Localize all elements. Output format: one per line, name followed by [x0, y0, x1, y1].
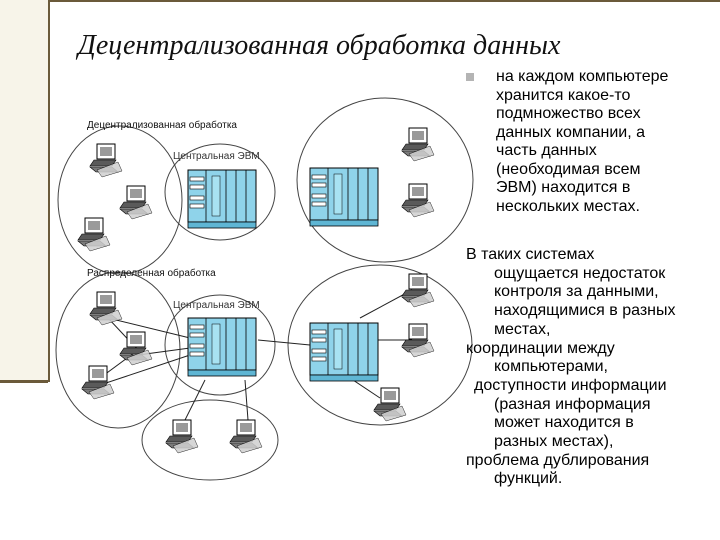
upper-left-boundary — [57, 125, 183, 275]
bullet-square-icon — [466, 73, 474, 81]
computer-icon — [401, 127, 435, 162]
problems-paragraph: В таких системах ощущается недостаток ко… — [466, 246, 716, 489]
lower-diagram-label: Распределенная обработка — [87, 268, 216, 279]
text-line: на каждом компьютере — [496, 68, 669, 85]
text-line: часть данных — [496, 142, 597, 159]
computer-icon — [229, 419, 263, 454]
text-line: проблема дублирования — [466, 451, 650, 469]
text-line: компьютерами, — [494, 358, 608, 376]
text-line: находящимися в разных — [494, 302, 676, 320]
upper-right-server — [309, 167, 379, 227]
text-line: (разная информация — [494, 395, 651, 413]
text-line: разных местах), — [494, 433, 614, 451]
upper-right-boundary — [296, 97, 474, 263]
computer-icon — [89, 143, 123, 178]
computer-icon — [89, 291, 123, 326]
bullet-paragraph: на каждом компьютере хранится какое-то п… — [496, 68, 716, 216]
left-frame-panel — [0, 0, 50, 382]
text-line: доступности информации — [474, 376, 667, 394]
text-line: (необходимая всем — [496, 160, 641, 178]
top-frame-line — [48, 0, 720, 2]
left-frame-bottom-line — [0, 380, 48, 383]
upper-diagram-label: Децентрализованная обработка — [87, 120, 237, 131]
lower-central-computer-label: Центральная ЭВМ — [173, 300, 260, 311]
lower-left-boundary — [55, 271, 181, 429]
text-line: может находится в — [494, 414, 634, 432]
upper-central-computer-label: Центральная ЭВМ — [173, 151, 260, 162]
lower-central-computer — [187, 317, 257, 377]
upper-central-computer — [187, 169, 257, 229]
text-line: координации между — [466, 339, 615, 357]
text-line: контроля за данными, — [494, 283, 659, 301]
upper-center-boundary — [164, 143, 276, 241]
computer-icon — [165, 419, 199, 454]
text-line: данных компании, а — [496, 123, 645, 141]
text-line: ощущается недостаток — [494, 264, 666, 282]
slide-title: Децентрализованная обработка данных — [78, 30, 561, 61]
computer-icon — [373, 387, 407, 422]
computer-icon — [401, 183, 435, 218]
text-line: подмножество всех — [496, 105, 641, 122]
lower-right-server — [309, 322, 379, 382]
text-line: функций. — [494, 470, 563, 488]
lower-bottom-boundary — [141, 399, 279, 481]
computer-icon — [119, 185, 153, 220]
text-line: местах, — [494, 320, 551, 338]
lower-center-boundary — [164, 294, 276, 396]
text-line: нескольких местах. — [496, 197, 640, 215]
text-line: хранится какое-то — [496, 86, 631, 104]
lower-right-boundary — [287, 264, 473, 426]
text-line: ЭВМ) находится в — [496, 179, 631, 196]
text-line: В таких системах — [466, 246, 595, 263]
computer-icon — [401, 323, 435, 358]
computer-icon — [401, 273, 435, 308]
computer-icon — [77, 217, 111, 252]
